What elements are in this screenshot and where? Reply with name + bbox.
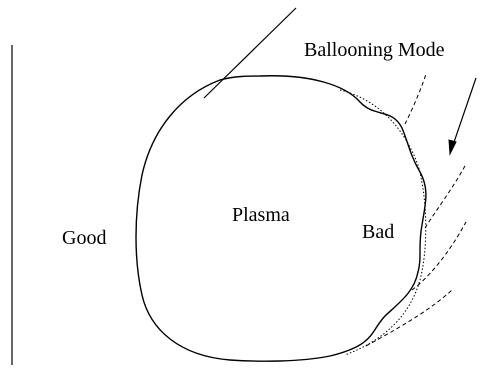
plasma-boundary [135, 75, 427, 362]
ballooning-field-line-4 [365, 289, 453, 347]
ballooning-field-line-3 [411, 221, 467, 291]
ballooning-arrow [451, 77, 477, 149]
plasma-label: Plasma [232, 204, 290, 226]
arrow-head-icon [448, 139, 457, 156]
tangent-line [203, 7, 297, 99]
unperturbed-boundary [339, 89, 427, 356]
good-label: Good [62, 227, 107, 249]
bad-label: Bad [362, 221, 395, 243]
ballooning-mode-label: Ballooning Mode [304, 39, 445, 61]
ballooning-field-line-1 [404, 73, 427, 125]
ballooning-field-line-2 [424, 163, 467, 229]
